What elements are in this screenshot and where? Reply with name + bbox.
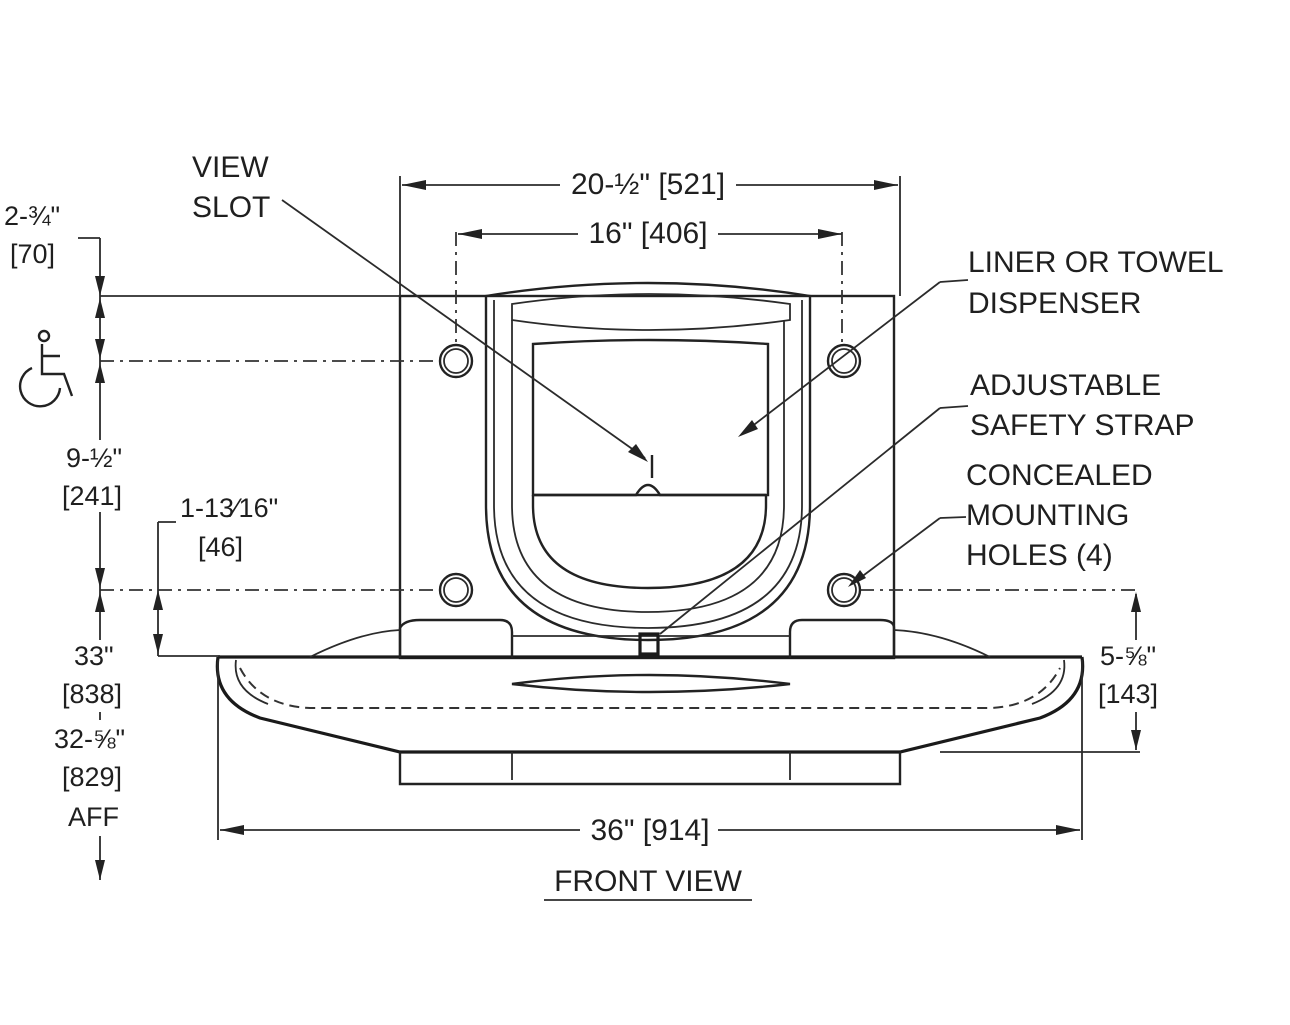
dimension-left-vertical: [78, 237, 400, 880]
leader-liner-dispenser: [738, 279, 969, 437]
dim-32-label-3: AFF: [68, 802, 119, 832]
width-inner-label: 16" [406]: [588, 217, 707, 250]
dimension-right: [940, 592, 1141, 753]
leader-view-slot: [281, 199, 648, 462]
liner-label-2: DISPENSER: [968, 287, 1141, 320]
station-shell: [484, 281, 812, 642]
leader-safety-strap: [659, 405, 969, 635]
dim-mid-label-2: [241]: [62, 481, 122, 511]
dim-right-label-2: [143]: [1098, 679, 1158, 709]
dim-top-label-1: 2-¾": [4, 201, 60, 231]
dim-32-label-2: [829]: [62, 762, 122, 792]
holes-label-3: HOLES (4): [966, 539, 1113, 572]
view-slot-label-1: VIEW: [192, 151, 269, 184]
dimension-small: [153, 521, 220, 657]
dim-right-label-1: 5-⅝": [1100, 641, 1156, 671]
liner-label-1: LINER OR TOWEL: [968, 246, 1224, 279]
holes-label-1: CONCEALED: [966, 459, 1153, 492]
holes-label-2: MOUNTING: [966, 499, 1129, 532]
dim-33-label-2: [838]: [62, 679, 122, 709]
back-plate: [398, 294, 896, 660]
strap-label-1: ADJUSTABLE: [970, 369, 1161, 402]
leader-mounting-holes: [848, 516, 967, 587]
dimension-width-total: [217, 660, 1083, 840]
strap-label-2: SAFETY STRAP: [970, 409, 1195, 442]
dim-32-label-1: 32-⅝": [54, 724, 125, 754]
width-total-label: 36" [914]: [590, 814, 709, 847]
dim-33-label-1: 33": [74, 641, 114, 671]
width-top-label: 20-½" [521]: [571, 168, 725, 201]
mounting-holes: [438, 343, 862, 608]
wheelchair-icon: [18, 329, 74, 408]
safety-strap-buckle: [638, 632, 660, 656]
changing-tray: [215, 618, 1085, 786]
view-slot-label-2: SLOT: [192, 191, 270, 224]
dimension-width-inner: [458, 229, 842, 239]
dimension-width-top: [399, 176, 901, 296]
caption-front-view: FRONT VIEW: [554, 865, 742, 898]
dim-small-label-1: 1-13⁄16": [180, 493, 278, 523]
dim-small-label-2: [46]: [198, 532, 243, 562]
dim-top-label-2: [70]: [10, 239, 55, 269]
dim-mid-label-1: 9-½": [66, 443, 122, 473]
